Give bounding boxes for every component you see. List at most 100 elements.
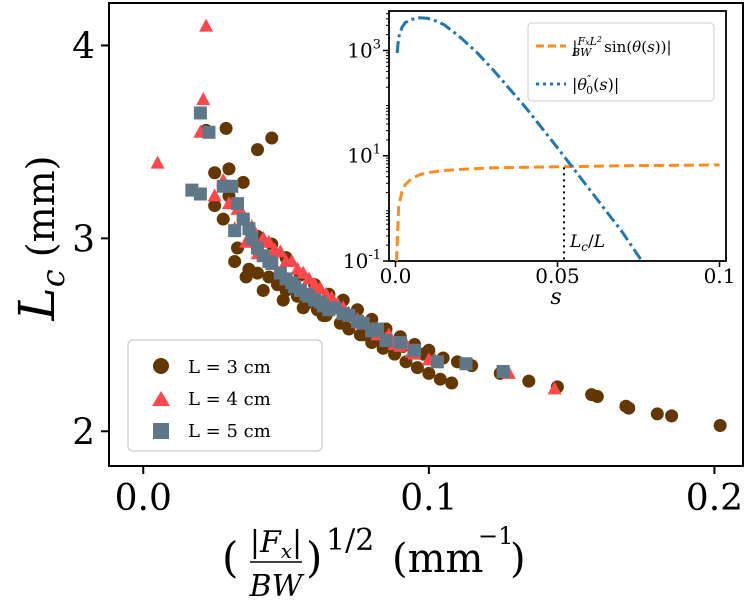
data-point-circle: [265, 131, 279, 145]
data-point-square: [225, 179, 239, 193]
data-point-circle: [713, 418, 727, 432]
legend-label-L4: L = 4 cm: [188, 389, 271, 410]
data-point-circle: [222, 162, 236, 176]
inset-y-tick-label: 10-1: [343, 248, 381, 273]
inset-tick-marks: [383, 13, 721, 267]
main-y-axis-label: Lc (mm): [8, 156, 72, 322]
inset-x-axis-label: s: [550, 285, 561, 310]
data-point-square: [285, 276, 299, 290]
main-tick-labels: 0.0 0.1 0.2 2 3 4: [72, 26, 743, 519]
inset-series-theta-line: [395, 16, 644, 261]
data-point-square: [379, 334, 393, 348]
series-square-points: [185, 106, 510, 378]
data-point-square: [356, 316, 370, 330]
main-x-tick-label: 0.1: [400, 478, 457, 519]
svg-text:1/2: 1/2: [326, 523, 374, 558]
inset-tick-labels: 0.0 0.05 0.1 10-1 101 103: [343, 37, 736, 288]
legend-marker-circle: [153, 358, 169, 374]
legend-marker-square: [153, 423, 169, 439]
main-y-tick-label: 2: [72, 412, 95, 453]
main-y-tick-label: 4: [72, 26, 95, 67]
svg-text:(mm: (mm: [392, 536, 483, 582]
data-point-circle: [251, 143, 265, 157]
inset-x-tick-label: 0.0: [380, 264, 412, 288]
data-point-square: [393, 336, 407, 350]
data-point-circle: [208, 199, 222, 213]
main-x-tick-label: 0.0: [115, 478, 172, 519]
data-point-square: [370, 322, 384, 336]
legend-label-L5: L = 5 cm: [188, 421, 271, 442]
data-point-square: [193, 187, 207, 201]
data-point-circle: [296, 301, 310, 315]
data-point-square: [262, 255, 276, 269]
legend-label-L3: L = 3 cm: [188, 357, 271, 378]
data-point-circle: [256, 283, 270, 297]
svg-text:): ): [510, 536, 526, 582]
data-point-square: [408, 343, 422, 357]
data-point-circle: [410, 361, 424, 375]
data-point-circle: [228, 255, 242, 269]
legend-frame: [127, 339, 323, 452]
main-legend: L = 3 cm L = 4 cm L = 5 cm: [127, 339, 323, 452]
inset-series-sin-line: [395, 163, 720, 261]
data-point-triangle: [296, 265, 311, 279]
inset-annotation: Lc/L: [569, 232, 605, 254]
data-point-circle: [219, 121, 233, 135]
data-point-triangle: [284, 254, 299, 268]
data-point-circle: [262, 270, 276, 284]
data-point-circle: [622, 401, 636, 415]
main-x-tick-label: 0.2: [686, 478, 743, 519]
data-point-triangle: [150, 155, 165, 169]
data-point-circle: [251, 266, 265, 280]
data-point-circle: [422, 366, 436, 380]
data-point-triangle: [207, 188, 222, 202]
data-point-circle: [216, 212, 230, 226]
svg-text:|Fx|: |Fx|: [250, 525, 302, 563]
data-point-circle: [650, 407, 664, 421]
data-point-square: [459, 357, 473, 371]
data-point-triangle: [273, 244, 288, 258]
data-point-circle: [445, 376, 459, 390]
data-point-square: [299, 287, 313, 301]
data-point-square: [193, 106, 207, 120]
data-point-triangle: [196, 91, 211, 105]
data-point-square: [430, 355, 444, 369]
main-y-tick-label: 3: [72, 219, 95, 260]
inset-legend-frame: [527, 22, 715, 102]
main-x-axis-label: ( |Fx| BW ) 1/2 (mm −1 ): [222, 522, 526, 604]
svg-text:(: (: [222, 533, 238, 582]
data-point-triangle: [307, 277, 322, 291]
inset-legend-theta-label: |θ″0(s)|: [572, 73, 619, 97]
data-point-square: [496, 364, 510, 378]
data-point-circle: [208, 166, 222, 180]
data-point-circle: [236, 175, 250, 189]
data-point-triangle: [199, 18, 214, 32]
data-point-circle: [590, 390, 604, 404]
inset-x-tick-label: 0.1: [704, 264, 736, 288]
data-point-square: [202, 125, 216, 139]
svg-text:): ): [306, 533, 322, 582]
svg-text:−1: −1: [478, 522, 513, 550]
data-point-circle: [665, 409, 679, 423]
data-point-triangle: [261, 234, 276, 248]
inset-y-tick-label: 101: [347, 143, 381, 168]
svg-text:BW: BW: [249, 569, 305, 604]
data-point-square: [313, 295, 327, 309]
data-point-triangle: [313, 281, 328, 295]
inset-x-tick-label: 0.05: [535, 264, 580, 288]
data-point-square: [342, 309, 356, 323]
data-point-circle: [433, 372, 447, 386]
inset-y-tick-label: 103: [347, 37, 381, 62]
main-data-points: [150, 18, 727, 432]
data-point-square: [228, 224, 242, 238]
data-point-circle: [276, 293, 290, 307]
data-point-circle: [239, 270, 253, 284]
data-point-circle: [522, 374, 536, 388]
data-point-triangle: [547, 381, 562, 395]
data-point-square: [328, 301, 342, 315]
main-tick-marks: [101, 44, 716, 474]
